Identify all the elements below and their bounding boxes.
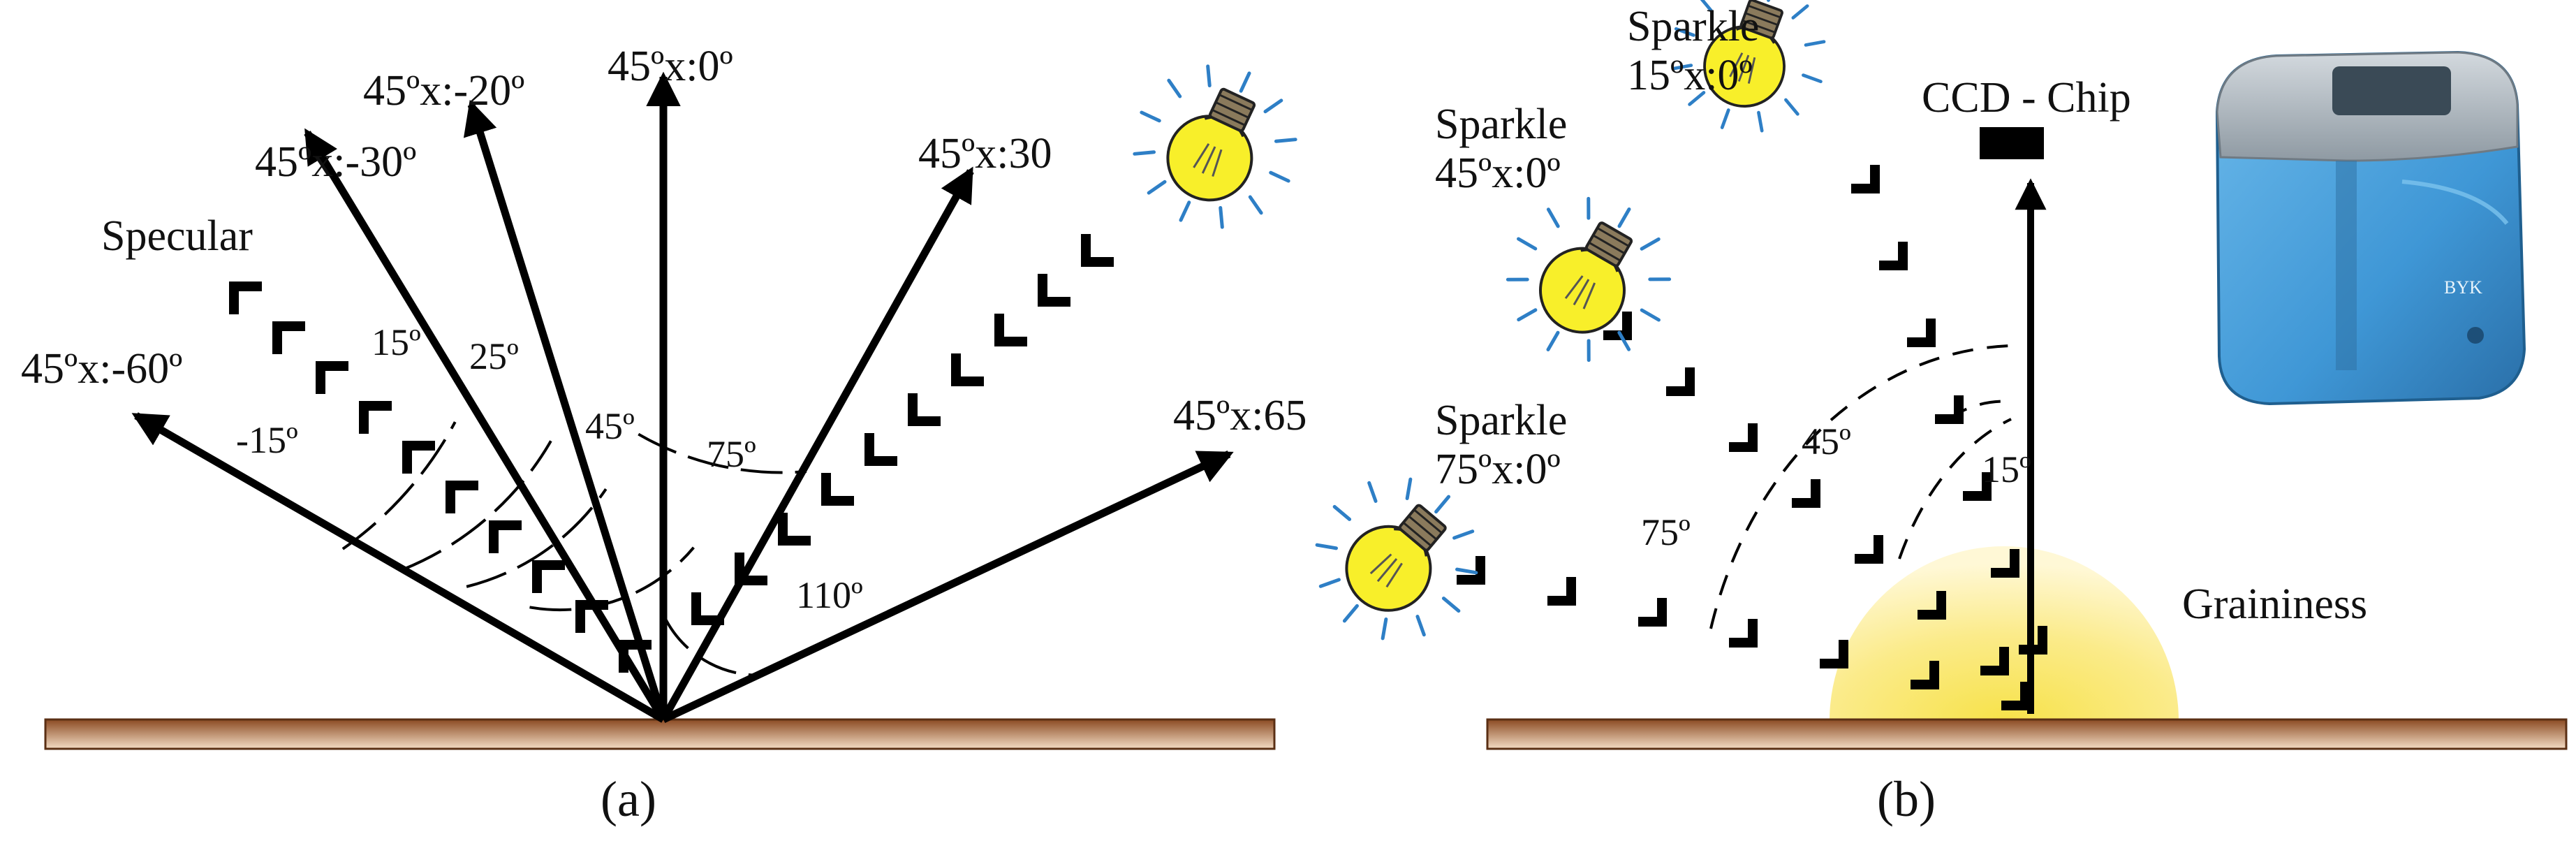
- sparkle15-chevron-4: [1963, 472, 1992, 501]
- sparkle15-chevron-1: [1879, 242, 1908, 270]
- angle-label-75: 75º: [707, 433, 756, 475]
- sparkle-15-line2: 15ºx:0º: [1627, 52, 1753, 99]
- specular-chevron-2: [316, 361, 348, 394]
- sparkle45-chevron-5: [1918, 591, 1946, 620]
- sparkle75-chevron-1: [1547, 577, 1576, 606]
- angle-arcs-b: [1709, 344, 2012, 629]
- sparkle15-chevron-5: [1991, 549, 2019, 578]
- sparkle-chevrons: [1457, 165, 2047, 710]
- sparkle45-chevron-1: [1666, 367, 1695, 396]
- surface-b: [1486, 718, 2568, 750]
- sparkle-45-line1: Sparkle: [1435, 101, 1567, 148]
- incident-chevron-2: [994, 314, 1027, 346]
- arc-15: [402, 440, 552, 571]
- incident-chevron-6: [821, 473, 854, 506]
- ccd-chip-icon: [1980, 127, 2044, 159]
- arrow-label-30: 45ºx:30: [918, 130, 1052, 177]
- angle-label-25: 25º: [469, 335, 519, 377]
- incident-chevron-4: [908, 393, 941, 426]
- specular-chevron-4: [402, 441, 435, 474]
- graininess-glow: [1830, 546, 2179, 721]
- viewing-arrow-0: [131, 412, 665, 723]
- sparkle45-chevron-6: [1980, 647, 2009, 675]
- arrow-label-neg60: 45ºx:-60º: [21, 345, 182, 393]
- arc-neg15: [341, 421, 457, 550]
- sparkle75-chevron-2: [1638, 598, 1667, 627]
- viewing-arrow-5: [661, 451, 1234, 723]
- sparkle75-chevron-3: [1729, 619, 1758, 648]
- sparkle15-chevron-3: [1935, 395, 1964, 424]
- sparkle75-chevron-0: [1457, 556, 1485, 585]
- viewing-arrows: [131, 71, 1234, 723]
- arrow-label-neg30: 45ºx:-30º: [255, 138, 416, 186]
- arc-25: [466, 488, 608, 588]
- angle-label-b-75: 75º: [1641, 511, 1691, 553]
- sparkle-45-line2: 45ºx:0º: [1435, 149, 1561, 197]
- incident-chevrons: [691, 234, 1114, 625]
- viewing-arrow-4: [660, 166, 974, 722]
- arc-45: [529, 546, 695, 612]
- sparkle-75-line2: 75ºx:0º: [1435, 446, 1561, 493]
- specular-chevron-1: [272, 321, 305, 354]
- device-brand-text: BYK: [2444, 277, 2482, 298]
- caption-a: (a): [601, 771, 656, 827]
- specular-chevron-7: [532, 560, 565, 593]
- sparkle-15-line1: Sparkle: [1627, 3, 1759, 50]
- specular-chevron-6: [489, 520, 522, 553]
- angle-label-neg15: -15º: [236, 419, 298, 461]
- specular-chevron-0: [229, 282, 262, 314]
- viewing-arrow-1: [304, 128, 667, 722]
- specular-chevron-3: [359, 401, 392, 434]
- arc-75: [638, 432, 807, 474]
- sparkle15-chevron-2: [1907, 319, 1936, 347]
- ccd-chip-label: CCD - Chip: [1922, 74, 2131, 122]
- sparkle75-chevron-5: [1911, 661, 1939, 689]
- surface-a: [44, 718, 1276, 750]
- incident-chevron-3: [951, 353, 984, 386]
- specular-chevron-5: [446, 481, 478, 513]
- incident-chevron-1: [1038, 274, 1070, 307]
- angle-label-110: 110º: [796, 574, 863, 616]
- incident-chevron-5: [864, 433, 897, 466]
- angle-label-45: 45º: [585, 405, 635, 447]
- graininess-label: Graininess: [2182, 580, 2367, 628]
- light-bulb-icon: [1107, 39, 1323, 254]
- viewing-arrow-2: [463, 99, 668, 721]
- measurement-device-icon: BYK: [2215, 50, 2526, 406]
- incident-chevron-0: [1081, 234, 1114, 267]
- incident-chevron-7: [778, 513, 811, 546]
- specular-label: Specular: [101, 212, 253, 260]
- sparkle15-chevron-0: [1851, 165, 1880, 193]
- panel-a: 45ºx:-60º 45ºx:-30º 45ºx:-20º 45ºx:0º 45…: [21, 39, 1323, 827]
- sparkle45-chevron-3: [1792, 479, 1820, 508]
- arrow-label-65: 45ºx:65: [1173, 392, 1307, 439]
- sparkle45-chevron-2: [1729, 423, 1758, 452]
- panel-b: Sparkle 15ºx:0º Sparkle 45ºx:0º Sparkle …: [1283, 0, 2568, 827]
- caption-b: (b): [1877, 771, 1936, 827]
- arc-110: [662, 614, 758, 677]
- angle-label-b-15: 15º: [1982, 448, 2031, 490]
- angle-arcs-a: [341, 421, 807, 677]
- angle-label-15: 15º: [371, 321, 421, 363]
- sparkle45-chevron-4: [1855, 535, 1883, 564]
- angle-label-b-45: 45º: [1802, 421, 1851, 462]
- sparkle-75-line1: Sparkle: [1435, 397, 1567, 444]
- light-bulb-icon: [1478, 169, 1700, 390]
- sparkle15-chevron-6: [2019, 626, 2047, 655]
- arrow-label-0: 45ºx:0º: [608, 43, 733, 90]
- arrow-label-neg20: 45ºx:-20º: [363, 67, 524, 115]
- sparkle75-chevron-6: [2001, 682, 2030, 710]
- sparkle45-chevron-0: [1603, 312, 1632, 340]
- sparkle75-chevron-4: [1820, 640, 1848, 668]
